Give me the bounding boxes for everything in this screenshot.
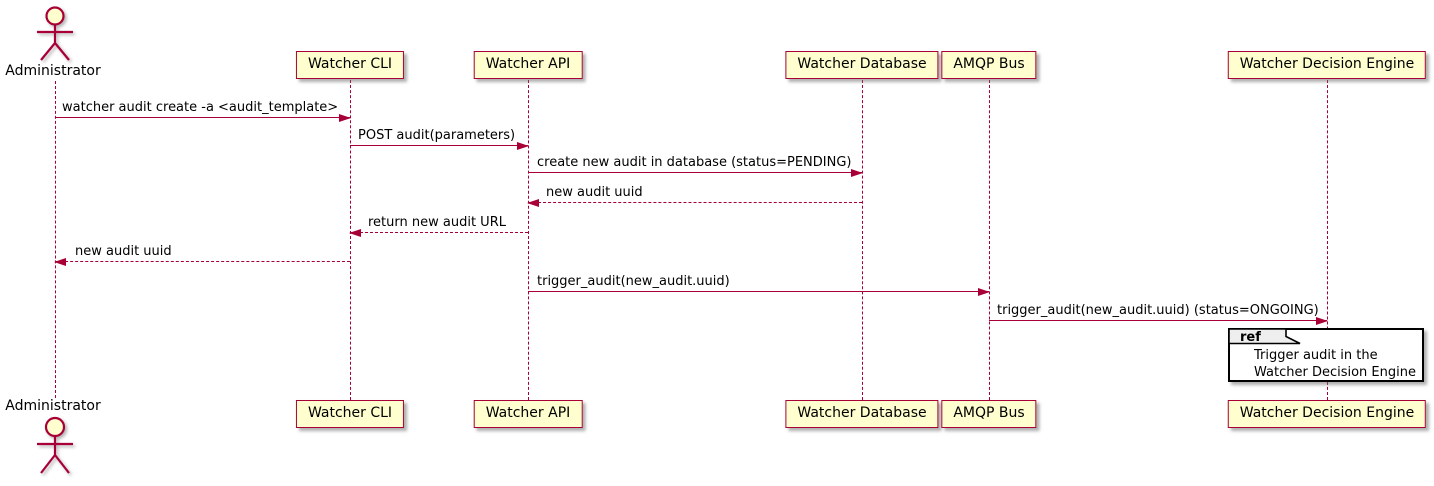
actor-name-top: Administrator bbox=[5, 63, 101, 79]
message-1-arrow bbox=[55, 113, 351, 122]
arrowhead-right-icon bbox=[1316, 316, 1328, 325]
message-2-arrow bbox=[350, 141, 529, 150]
message-6-arrow bbox=[54, 257, 350, 266]
message-4-label: new audit uuid bbox=[546, 185, 643, 200]
participant-watcher-decision-engine-bottom: Watcher Decision Engine bbox=[1227, 400, 1427, 428]
lifeline-watcher-decision-engine bbox=[1327, 80, 1328, 400]
arrowhead-right-icon bbox=[851, 168, 863, 177]
arrowhead-left-icon bbox=[349, 228, 361, 237]
arrowhead-right-icon bbox=[978, 287, 990, 296]
ref-text-line2: Watcher Decision Engine bbox=[1254, 365, 1416, 380]
message-8: trigger_audit(new_audit.uuid) (status=ON… bbox=[989, 303, 1328, 325]
message-1: watcher audit create -a <audit_template> bbox=[55, 100, 351, 122]
message-3-arrow bbox=[528, 168, 863, 177]
message-7: trigger_audit(new_audit.uuid) bbox=[528, 274, 990, 296]
message-5-arrow bbox=[349, 228, 528, 237]
message-5-label: return new audit URL bbox=[368, 215, 506, 230]
message-1-label: watcher audit create -a <audit_template> bbox=[62, 100, 339, 115]
lifeline-administrator bbox=[55, 81, 56, 398]
arrowhead-right-icon bbox=[517, 141, 529, 150]
message-3-label: create new audit in database (status=PEN… bbox=[537, 155, 852, 170]
participant-watcher-decision-engine-top: Watcher Decision Engine bbox=[1227, 51, 1427, 79]
ref-tab-shape bbox=[1228, 328, 1301, 345]
message-7-arrow bbox=[528, 287, 990, 296]
lifeline-amqp-bus bbox=[989, 80, 990, 400]
actor-name-bottom: Administrator bbox=[5, 398, 101, 414]
message-2: POST audit(parameters) bbox=[350, 128, 529, 150]
ref-text-line1: Trigger audit in the bbox=[1254, 348, 1378, 363]
message-4: new audit uuid bbox=[527, 185, 862, 207]
message-7-label: trigger_audit(new_audit.uuid) bbox=[537, 274, 730, 289]
message-3: create new audit in database (status=PEN… bbox=[528, 155, 863, 177]
lifeline-watcher-api bbox=[528, 80, 529, 400]
message-4-arrow bbox=[527, 198, 862, 207]
arrowhead-left-icon bbox=[527, 198, 539, 207]
message-6-label: new audit uuid bbox=[75, 244, 172, 259]
participant-watcher-cli-bottom: Watcher CLI bbox=[295, 400, 405, 428]
participant-watcher-cli-top: Watcher CLI bbox=[295, 51, 405, 79]
lifeline-watcher-database bbox=[862, 80, 863, 400]
message-2-label: POST audit(parameters) bbox=[358, 128, 516, 143]
arrowhead-left-icon bbox=[54, 257, 66, 266]
participant-watcher-api-top: Watcher API bbox=[473, 51, 583, 79]
participant-amqp-bus-bottom: AMQP Bus bbox=[941, 400, 1037, 428]
participant-watcher-database-bottom: Watcher Database bbox=[785, 400, 939, 428]
message-6: new audit uuid bbox=[54, 244, 350, 266]
actor-icon bbox=[37, 416, 73, 474]
lifeline-watcher-cli bbox=[350, 80, 351, 400]
arrowhead-right-icon bbox=[339, 113, 351, 122]
participant-watcher-api-bottom: Watcher API bbox=[473, 400, 583, 428]
message-8-label: trigger_audit(new_audit.uuid) (status=ON… bbox=[997, 303, 1319, 318]
ref-text: Trigger audit in the Watcher Decision En… bbox=[1254, 347, 1416, 381]
actor-icon bbox=[37, 6, 73, 61]
participant-watcher-database-top: Watcher Database bbox=[785, 51, 939, 79]
message-5: return new audit URL bbox=[349, 215, 528, 237]
participant-amqp-bus-top: AMQP Bus bbox=[941, 51, 1037, 79]
ref-fragment: ref Trigger audit in the Watcher Decisio… bbox=[1228, 328, 1424, 382]
message-8-arrow bbox=[989, 316, 1328, 325]
ref-keyword: ref bbox=[1240, 330, 1261, 345]
